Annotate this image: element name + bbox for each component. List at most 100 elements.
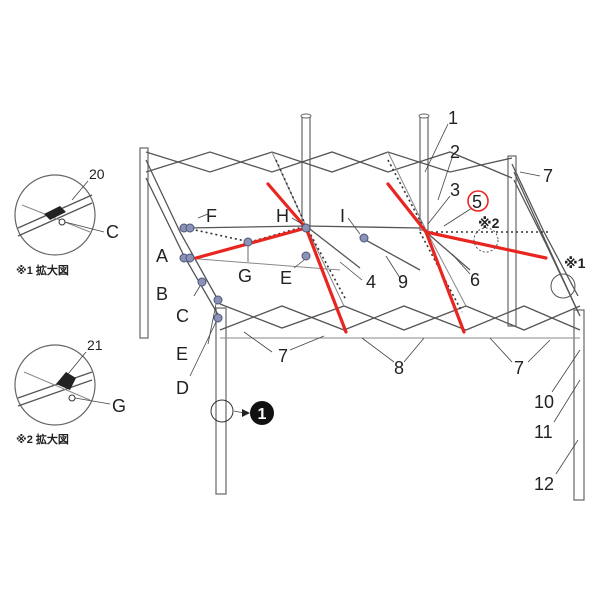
label-g-inset: G xyxy=(112,396,126,416)
label-h: H xyxy=(276,206,289,226)
inset-2-pipe-b xyxy=(17,379,93,407)
lead-9 xyxy=(385,255,401,279)
inset-1-pipe-c xyxy=(21,204,91,233)
lead-f xyxy=(197,213,209,219)
lead-e-left xyxy=(207,303,217,345)
label-6: 6 xyxy=(470,270,480,290)
back-truss-lower xyxy=(145,151,513,179)
label-9: 9 xyxy=(398,272,408,292)
label-f: F xyxy=(206,206,217,226)
label-7-bottom-left: 7 xyxy=(278,346,288,366)
lead-4 xyxy=(339,261,363,281)
lead-5 xyxy=(443,207,473,227)
inset-2: 21 G ※2 拡大図 xyxy=(14,337,126,446)
circled-marker-disc xyxy=(250,401,274,425)
joint-g xyxy=(243,237,253,247)
front-truss-lower xyxy=(219,305,581,331)
label-g: G xyxy=(238,266,252,286)
back-truss-upper xyxy=(145,151,513,173)
red-rod-right-upper xyxy=(386,182,428,234)
label-8: 8 xyxy=(394,358,404,378)
caption-inset-1: ※1 拡大図 xyxy=(16,263,69,277)
pole-cap-right xyxy=(418,113,430,119)
tent-frame xyxy=(139,113,585,501)
lead-7-bottom-right-b xyxy=(527,339,551,363)
label-c: C xyxy=(176,306,189,326)
leg-back-left xyxy=(139,147,149,339)
number-labels: 1 2 3 5 7 ※2 ※1 4 9 6 7 8 7 10 11 12 xyxy=(278,108,586,494)
joint-d xyxy=(213,313,223,323)
lead-7-bottom-left xyxy=(243,331,273,353)
rafter-front-b xyxy=(425,229,467,307)
front-truss-upper xyxy=(219,303,581,331)
lead-d xyxy=(189,321,217,377)
label-21: 21 xyxy=(87,337,103,353)
dotted-guide-h-bottom xyxy=(305,225,347,301)
inset-2-lead-g xyxy=(74,397,111,405)
label-7-right: 7 xyxy=(543,166,553,186)
joint-b-2 xyxy=(185,253,195,263)
rafter-left-upper xyxy=(185,225,307,229)
label-c-inset: C xyxy=(106,222,119,242)
inset-2-pin xyxy=(68,394,76,402)
letter-labels: F H I A G E B C E D xyxy=(156,206,345,398)
lead-c xyxy=(193,285,201,297)
right-truss-c xyxy=(513,171,579,313)
center-pole-right xyxy=(419,115,429,231)
joint-a-2 xyxy=(185,223,195,233)
label-a: A xyxy=(156,246,168,266)
rafter-front-a xyxy=(305,225,345,307)
label-ref-2: ※2 xyxy=(478,215,500,231)
inset-1-pipe-b xyxy=(17,202,93,237)
label-7-bottom-right: 7 xyxy=(514,358,524,378)
circled-marker-number: 1 xyxy=(258,406,267,423)
inset-1: 20 C ※1 拡大図 xyxy=(14,166,119,277)
lead-2 xyxy=(437,157,453,201)
leg-front-right xyxy=(573,309,585,501)
inset-2-pipe-c xyxy=(23,371,91,401)
left-truss-a xyxy=(145,159,219,301)
leader-lines xyxy=(189,123,581,475)
label-e-mid: E xyxy=(280,268,292,288)
lead-1 xyxy=(424,123,449,173)
ref-circle-leg xyxy=(210,399,234,423)
lead-8-b xyxy=(403,337,425,363)
red-rod-right-lower xyxy=(424,230,466,334)
red-rod-h-upper xyxy=(266,182,308,230)
ref-circle-1 xyxy=(550,273,576,299)
label-3: 3 xyxy=(450,180,460,200)
joint-c xyxy=(197,277,207,287)
rafter-lower-mid xyxy=(185,257,341,271)
label-e-left: E xyxy=(176,344,188,364)
lead-8-a xyxy=(361,337,395,363)
center-pole-left xyxy=(301,115,311,231)
rafter-9 xyxy=(361,237,421,271)
rafter-back-b xyxy=(387,151,427,231)
lead-h xyxy=(291,217,303,225)
label-4: 4 xyxy=(366,272,376,292)
inset-2-clip-part xyxy=(56,372,76,390)
ref-circle-2 xyxy=(473,227,499,253)
arrow-head-circled-1 xyxy=(242,409,250,417)
lead-7-bottom-right xyxy=(489,337,513,363)
caption-inset-2: ※2 拡大図 xyxy=(16,432,69,446)
joint-h xyxy=(301,223,311,233)
label-1: 1 xyxy=(448,108,458,128)
dotted-guide-top-right xyxy=(387,159,427,233)
lead-6 xyxy=(451,253,471,275)
inset-1-clip-part xyxy=(44,206,66,220)
label-20: 20 xyxy=(89,166,105,182)
rafter-mid-upper xyxy=(305,225,421,229)
red-rod-right-side xyxy=(424,230,548,260)
label-11: 11 xyxy=(534,422,553,442)
lead-12 xyxy=(555,439,579,475)
label-ref-1: ※1 xyxy=(564,255,586,271)
inset-1-lead-c xyxy=(64,221,105,233)
lead-3 xyxy=(427,195,451,225)
inset-1-pin xyxy=(58,218,66,226)
red-rod-h-lower xyxy=(304,226,348,334)
lead-11 xyxy=(553,379,581,423)
lead-7-bottom-left-b xyxy=(289,335,325,351)
